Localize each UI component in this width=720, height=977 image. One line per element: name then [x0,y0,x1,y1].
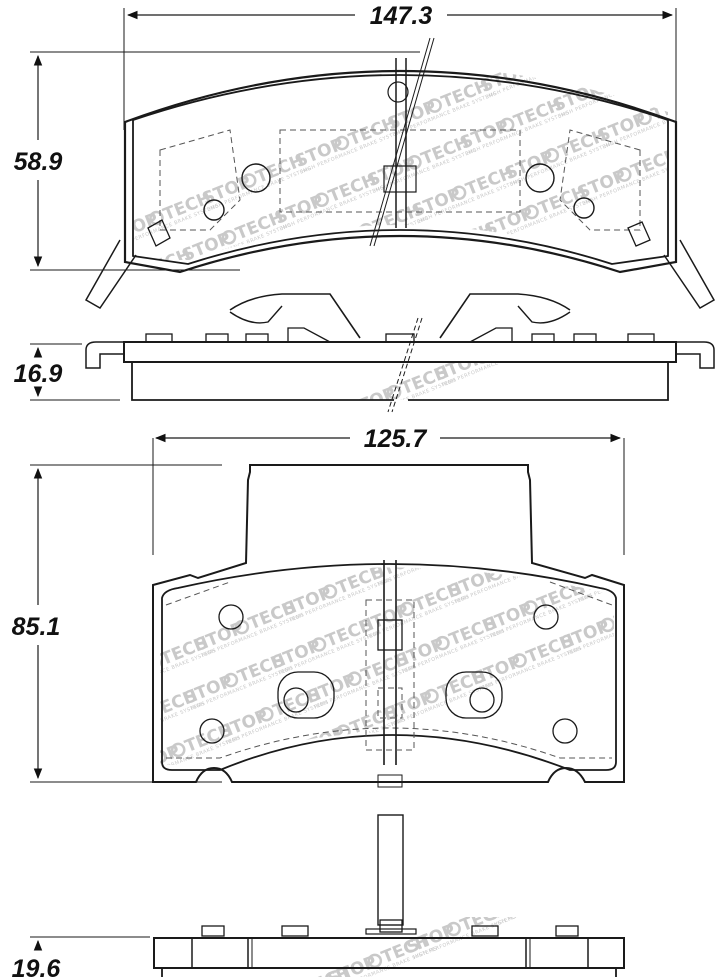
label-thickness-16-9: 16.9 [14,360,63,388]
watermark-pattern-inner [160,567,614,765]
watermark-pattern-side [255,362,547,400]
dimension-height-bottom: 85.1 [12,464,222,783]
dimension-width-top: 147.3 [123,2,677,130]
outer-pad-side-view [85,293,715,413]
inner-pad-front-view [152,464,625,788]
label-width-125-7: 125.7 [364,425,428,453]
label-width-147-3: 147.3 [370,2,433,30]
outer-pad-front-view [84,37,716,309]
watermark-pattern-inner-side [245,917,598,977]
dimension-height-top: 58.9 [14,51,420,271]
watermark-pattern [133,66,668,260]
inner-pad-side-view [153,814,625,977]
dimension-thickness-top: 16.9 [14,343,120,401]
label-height-85-1: 85.1 [12,613,61,641]
dimension-width-bottom: 125.7 [152,425,625,555]
label-thickness-19-6: 19.6 [12,955,62,977]
label-height-58-9: 58.9 [14,148,63,176]
dimension-thickness-bottom: 19.6 [12,936,150,977]
